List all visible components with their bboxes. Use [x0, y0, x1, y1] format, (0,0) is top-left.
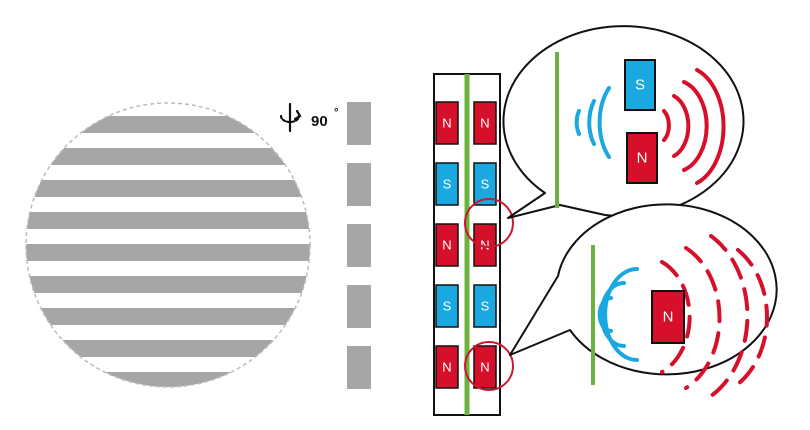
- degree-mark: °: [334, 107, 338, 119]
- south-field-lines-bottom: [597, 267, 639, 362]
- magnet-left-label: S: [443, 299, 452, 314]
- magnet-left-north: [435, 101, 459, 145]
- disc-stripe: [26, 308, 310, 325]
- magnet-left-north: [435, 223, 459, 267]
- callout-top-magnet-north-label: N: [637, 150, 648, 167]
- disc-stripe: [26, 340, 310, 357]
- callout-pointers: [464, 198, 514, 391]
- magnet-left-label: N: [442, 116, 451, 131]
- magnet-right-label: S: [481, 299, 490, 314]
- profile-block: [347, 285, 371, 328]
- magnet-left-north: [435, 345, 459, 389]
- south-field-lines-top: [574, 86, 611, 159]
- disc-stripe: [26, 212, 310, 229]
- magnet-left-label: N: [442, 360, 451, 375]
- north-field-lines-top: [662, 68, 726, 185]
- disc-stripe: [26, 244, 310, 261]
- rotate-axis-icon: [279, 102, 302, 133]
- disc-stripe: [26, 116, 310, 133]
- north-field-lines-bottom: [660, 234, 770, 398]
- magnet-right-label: N: [480, 116, 489, 131]
- magnet-track: N N S S N N S S N N: [433, 73, 501, 416]
- profile-block: [347, 346, 371, 389]
- profile-block: [347, 224, 371, 267]
- disc-stripe: [26, 180, 310, 197]
- magnet-right-south: [473, 162, 497, 206]
- magnet-right-north: [473, 345, 497, 389]
- callout-bottom-bubble: [509, 203, 778, 376]
- callout-bottom-magnet-north-label: N: [663, 309, 674, 326]
- striped-disc: [25, 102, 311, 388]
- magnet-left-south: [435, 284, 459, 328]
- rotation-angle-label: 90: [311, 113, 328, 130]
- magnet-right-label: S: [481, 177, 490, 192]
- callout-bottom: N: [509, 203, 778, 398]
- callout-bottom-magnet-north: [651, 290, 685, 344]
- disc-outline: [25, 102, 311, 388]
- callout-top-magnet-south: [624, 59, 656, 111]
- disc-stripe: [26, 148, 310, 165]
- highlight-circle-bottom: [464, 341, 514, 391]
- magnet-right-north: [473, 101, 497, 145]
- magnet-right-label: N: [480, 238, 489, 253]
- magnet-right-label: N: [480, 360, 489, 375]
- magnet-left-label: N: [442, 238, 451, 253]
- rotation-indicator: 90 °: [279, 102, 338, 133]
- magnet-left-south: [435, 162, 459, 206]
- callout-top-magnet-north: [626, 132, 658, 184]
- callout-top-magnet-south-label: S: [635, 77, 645, 94]
- magnet-left-label: S: [443, 177, 452, 192]
- profile-block: [347, 102, 371, 145]
- profile-block: [347, 163, 371, 206]
- callout-top: S N: [502, 25, 745, 219]
- disc-stripe: [26, 276, 310, 293]
- highlight-circle-top: [464, 198, 514, 248]
- stripe-profile: [347, 102, 371, 389]
- magnet-right-south: [473, 284, 497, 328]
